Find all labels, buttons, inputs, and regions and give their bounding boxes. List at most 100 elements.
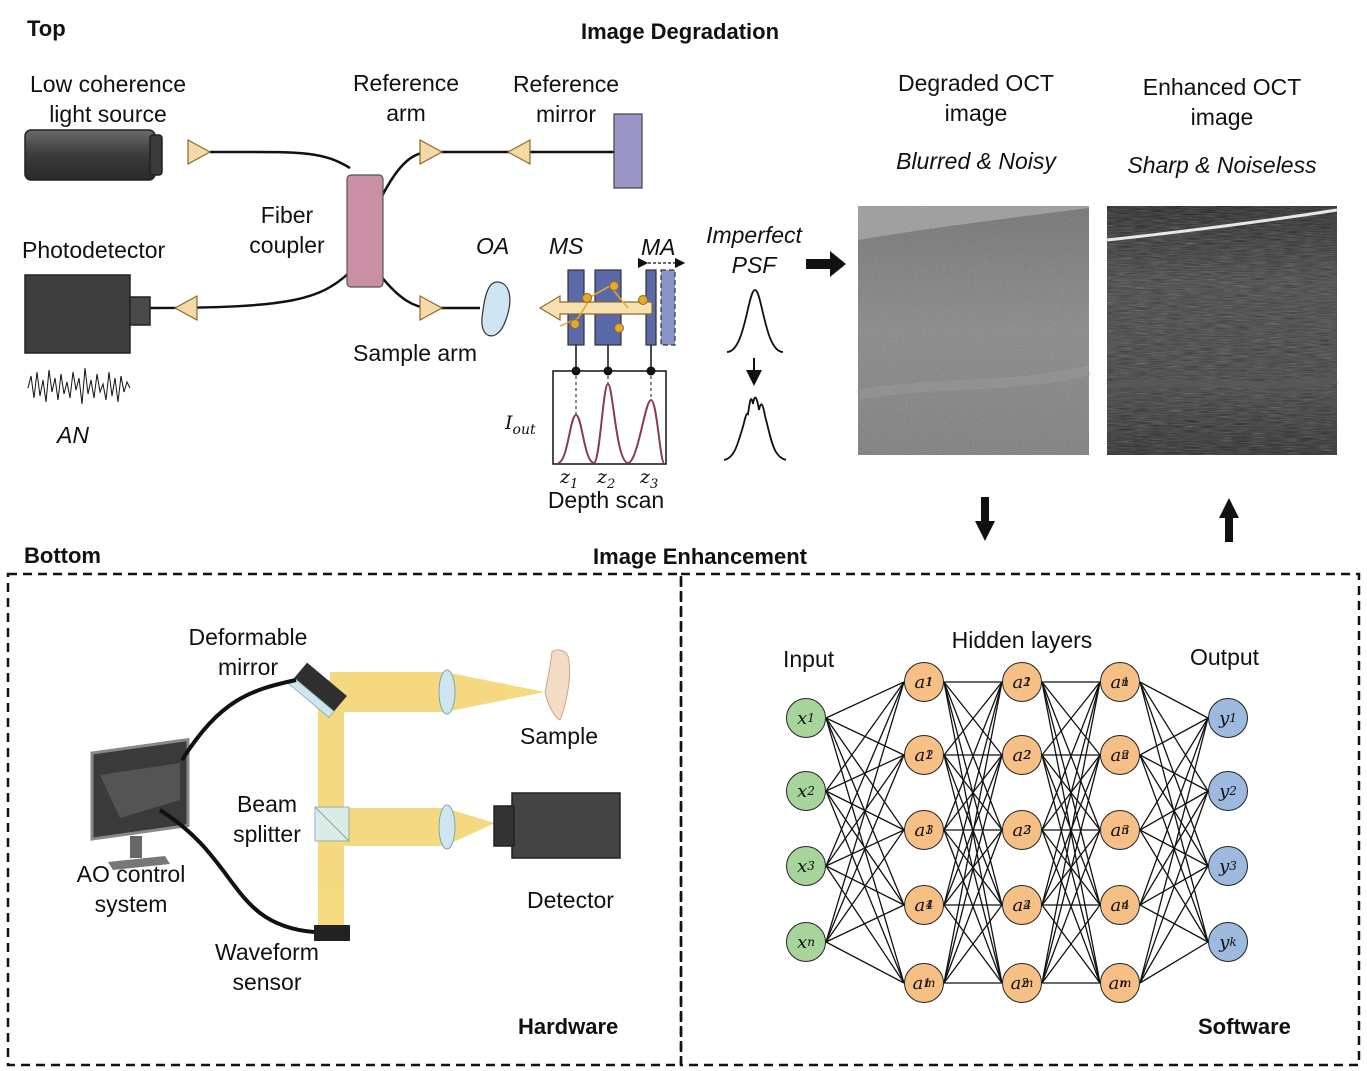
fiber-connectors [173,138,531,322]
network-edge [825,681,905,867]
network-edge [1139,865,1209,984]
an-label: AN [57,422,89,448]
network-edge [825,941,905,984]
noise-trace [27,367,131,405]
depth-scan-plot [552,345,667,465]
cables [158,678,315,934]
ms-label: MS [549,233,584,259]
deformable-mirror-label: Deformable mirror [188,624,308,680]
waveform-sensor-device [314,925,350,941]
network-edge [943,904,1003,984]
network-edge [825,681,905,943]
image-degradation-title: Image Degradation [580,19,780,44]
degraded-subtitle: Blurred & Noisy [896,148,1056,174]
deformable-mirror-device [288,662,347,719]
arrow-up-from-software [1219,498,1239,542]
software-label: Software [1198,1014,1291,1039]
sample-finger [544,649,571,721]
z2-label: z2 [597,466,616,492]
reference-mirror-label: Reference mirror [512,71,620,127]
fiber-coupler [346,174,384,288]
arrow-to-degraded [806,251,846,277]
psf-ideal-curve [726,289,784,353]
bottom-section-label: Bottom [24,543,101,568]
network-edge [943,681,1003,756]
fiber-coupler-label: Fiber coupler [249,202,325,258]
network-edge [825,717,905,984]
photodetector-label: Photodetector [22,237,166,263]
enhanced-oct-image [1106,206,1338,455]
enhanced-title: Enhanced OCT image [1142,74,1302,130]
z3-label: z3 [640,466,659,492]
oa-label: OA [476,233,510,259]
waveform-sensor-label: Waveform sensor [215,939,319,995]
network-edge [1041,681,1101,756]
detector-label: Detector [527,887,614,913]
photodetector-device [24,274,151,354]
network-edge [1139,717,1209,756]
iout-label: Iout [505,412,536,438]
network-edge [1041,829,1101,984]
reference-arm-label: Reference arm [352,70,460,126]
network-edge [1139,717,1209,831]
z1-label: z1 [560,466,579,492]
sample-label: Sample [520,723,598,749]
light-source-label: Low coherence light source [30,71,186,127]
monitor-icon [90,737,190,870]
top-section-label: Top [27,16,66,41]
network-edge [1139,717,1209,906]
detector-device [493,792,621,859]
hardware-label: Hardware [518,1014,619,1039]
nn-input-label: Input [783,646,835,672]
network-edge [1041,681,1101,831]
degraded-oct-image [857,206,1091,455]
sample-beam [538,281,653,333]
objective-lens [481,281,511,337]
ma-label: MA [641,234,676,260]
network-edge [825,681,905,719]
software-panel [679,572,1361,1067]
light-source-device [24,129,163,181]
reference-mirror [613,113,643,189]
depth-scan-label: Depth scan [547,487,665,513]
network-edge [1041,904,1101,984]
degraded-title: Degraded OCT image [898,70,1054,126]
network-edge [1139,681,1209,719]
network-edge [1041,754,1101,984]
beam-splitter-label: Beam splitter [233,791,301,847]
optical-beams [318,672,545,925]
network-edge [1139,941,1209,984]
image-enhancement-title: Image Enhancement [593,544,807,569]
network-edge [825,829,905,943]
nn-output-label: Output [1190,644,1260,670]
network-edge [1139,790,1209,984]
network-edge [1041,681,1101,906]
nn-hidden-label: Hidden layers [951,627,1093,653]
network-edge [943,681,1003,984]
network-edge [825,681,905,792]
sample-arm-label: Sample arm [353,340,477,366]
bottom-lenses [438,669,456,850]
network-edge [1041,681,1101,984]
